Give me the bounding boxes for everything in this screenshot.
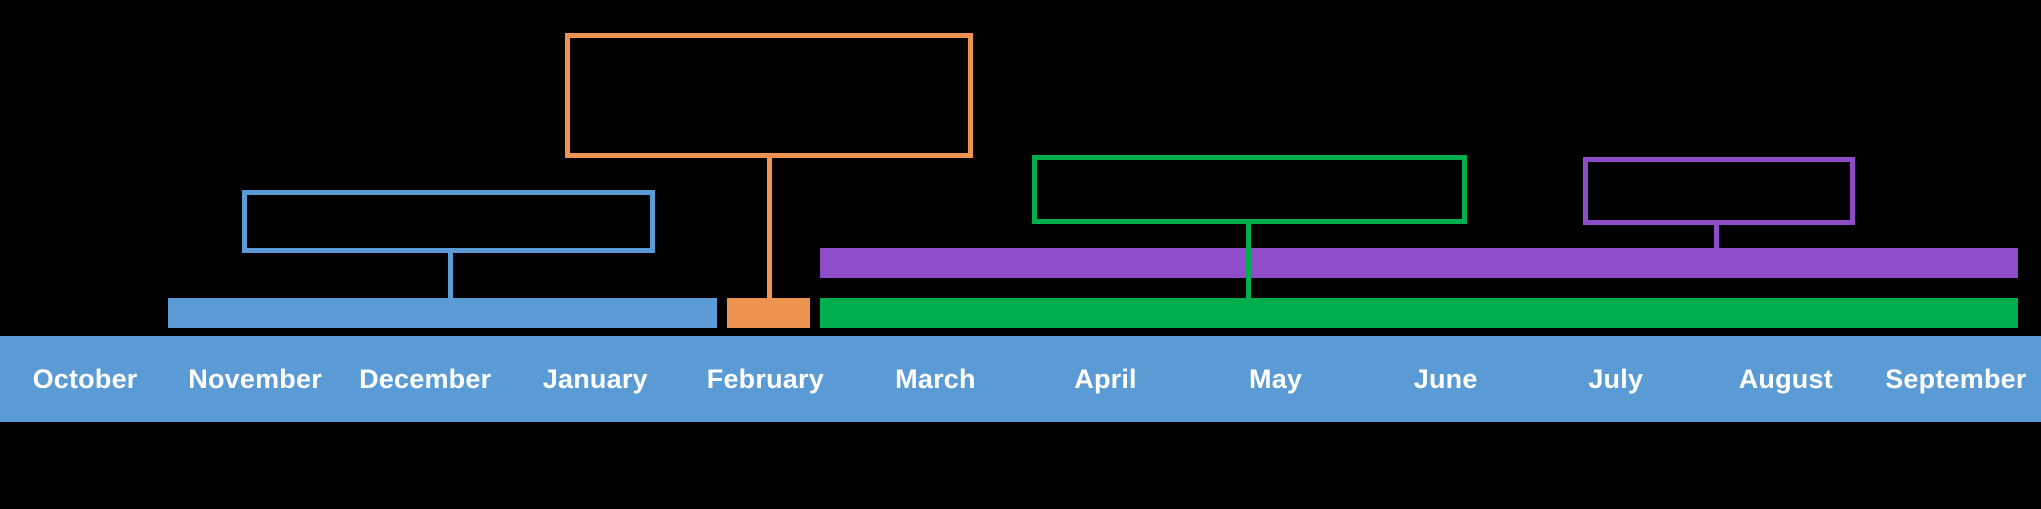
task-bar-purple[interactable] [820,248,2018,278]
annotation-box-purple[interactable] [1583,157,1855,225]
annotation-box-green[interactable] [1032,155,1467,224]
axis-month-november: November [188,363,322,394]
axis-month-october: October [32,363,138,394]
task-bar-blue[interactable] [168,298,717,328]
connector-stem-green [1246,224,1251,328]
axis-month-february: February [706,363,824,394]
axis-month-march: March [895,363,976,394]
annotation-box-blue[interactable] [242,190,655,253]
axis-month-september: September [1885,363,2027,394]
task-bar-orange[interactable] [727,298,810,328]
connector-stem-blue [448,253,453,328]
connector-stem-orange [767,158,772,328]
axis-month-june: June [1413,363,1478,394]
axis-month-december: December [359,363,492,394]
axis-month-april: April [1074,363,1137,394]
annotation-box-orange[interactable] [565,33,973,158]
axis-month-may: May [1249,363,1303,394]
axis-month-january: January [542,363,648,394]
month-axis-band: October November December January February Ma… [0,336,2041,422]
axis-month-august: August [1738,363,1833,394]
task-bar-green[interactable] [820,298,2018,328]
axis-month-july: July [1588,363,1644,394]
